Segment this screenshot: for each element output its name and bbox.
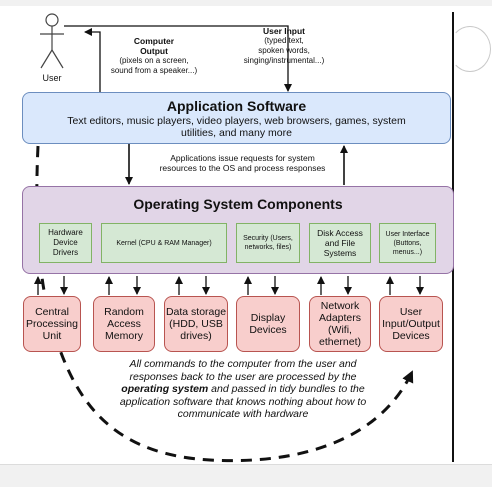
- application-description: Text editors, music players, video playe…: [67, 115, 406, 139]
- device-data-storage: Data storage (HDD, USB drives): [164, 296, 228, 352]
- requests-note: Applications issue requests for system r…: [145, 153, 340, 173]
- operating-system-box: Operating System Components Hardware Dev…: [22, 186, 454, 274]
- caption-text: All commands to the computer from the us…: [108, 358, 378, 421]
- user-input-desc-line1: (typed text,: [264, 36, 304, 45]
- os-component-user-interface: User Interface (Buttons, menus...): [379, 223, 436, 263]
- computer-output-desc-line2: sound from a speaker...): [110, 66, 198, 75]
- os-component-kernel: Kernel (CPU & RAM Manager): [101, 223, 227, 263]
- user-input-desc-line2: spoken words,: [258, 46, 310, 55]
- computer-output-desc-line1: (pixels on a screen,: [119, 56, 189, 65]
- requests-note-line1: Applications issue requests for system: [170, 153, 315, 163]
- user-input-note: User Input (typed text, spoken words, si…: [230, 26, 338, 66]
- os-component-disk-access: Disk Access and File Systems: [309, 223, 371, 263]
- os-title: Operating System Components: [133, 196, 343, 212]
- caption-part1: All commands to the computer from the us…: [129, 358, 357, 383]
- caption-bold: operating system: [121, 383, 209, 395]
- computer-output-title-line2: Output: [140, 46, 168, 56]
- device-connector-arrows: [34, 276, 424, 295]
- top-frame-strip: [0, 0, 492, 6]
- device-ram: Random Access Memory: [93, 296, 155, 352]
- device-network-adapters: Network Adapters (Wifi, ethernet): [309, 296, 371, 352]
- bottom-frame-strip: [0, 464, 492, 487]
- user-input-desc-line3: singing/instrumental...): [243, 56, 325, 65]
- os-component-hardware-drivers: Hardware Device Drivers: [39, 223, 92, 263]
- computer-output-arrow: [84, 28, 101, 92]
- computer-output-title-line1: Computer: [133, 36, 175, 46]
- device-cpu: Central Processing Unit: [23, 296, 81, 352]
- device-display: Display Devices: [236, 296, 300, 352]
- device-user-io: User Input/Output Devices: [379, 296, 443, 352]
- application-software-box: Application Software Text editors, music…: [22, 92, 451, 144]
- requests-note-line2: resources to the OS and process response…: [159, 163, 326, 173]
- user-icon: [40, 13, 64, 69]
- user-input-arrow: [64, 25, 292, 92]
- application-title: Application Software: [166, 98, 307, 114]
- caption-part2: and passed in tidy bundles to the applic…: [119, 383, 367, 420]
- right-edge-arc: [449, 26, 491, 72]
- user-label: User: [42, 73, 62, 83]
- computer-output-note: Computer Output (pixels on a screen, sou…: [102, 36, 206, 76]
- os-component-security: Security (Users, networks, files): [236, 223, 300, 263]
- user-input-title: User Input: [262, 26, 306, 36]
